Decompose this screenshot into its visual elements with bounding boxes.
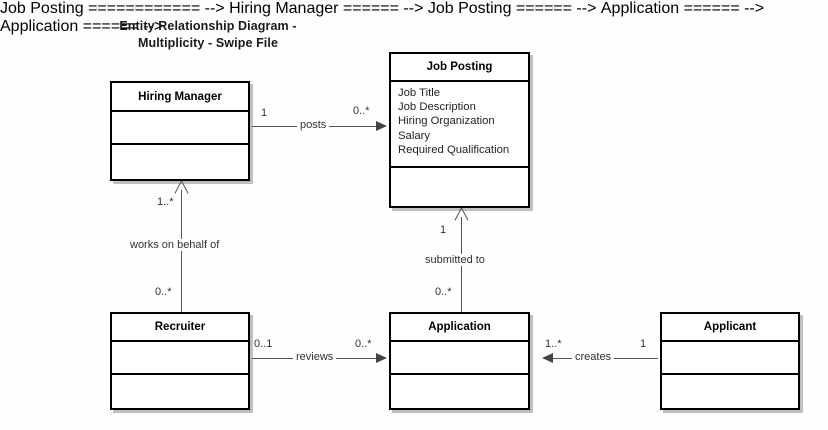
- entity-applicant-name: Applicant: [662, 314, 798, 342]
- attribute-row: Required Qualification: [398, 143, 510, 156]
- entity-recruiter[interactable]: Recruiter: [110, 312, 250, 410]
- entity-hiring-manager-name: Hiring Manager: [112, 83, 248, 112]
- relationship-label-submitted-to: submitted to: [422, 254, 488, 266]
- multiplicity-creates-target: 1: [640, 338, 647, 350]
- entity-application[interactable]: Application: [389, 312, 530, 410]
- connector-creates-arrowhead: [542, 353, 553, 363]
- entity-application-operations: [391, 375, 528, 408]
- entity-applicant-operations: [662, 375, 798, 408]
- multiplicity-reviews-source: 0..1: [254, 338, 273, 350]
- attribute-row: Job Title: [398, 87, 441, 99]
- multiplicity-submitted-to-source: 0..*: [435, 286, 452, 298]
- entity-hiring-manager-attributes: [112, 112, 248, 145]
- entity-application-name: Application: [391, 314, 528, 342]
- multiplicity-reviews-target: 0..*: [355, 338, 372, 350]
- entity-application-attributes: [391, 342, 528, 375]
- relationship-label-reviews: reviews: [293, 351, 337, 363]
- connector-works-on-behalf-of-line: [181, 190, 182, 312]
- connector-works-on-behalf-of-arrowhead: [174, 181, 188, 194]
- relationship-label-works-on-behalf-of: works on behalf of: [127, 239, 223, 251]
- entity-recruiter-attributes: [112, 342, 248, 375]
- entity-job-posting[interactable]: Job Posting Job Title Job Description Hi…: [389, 52, 530, 208]
- multiplicity-submitted-to-target: 1: [440, 224, 447, 236]
- relationship-label-posts: posts: [297, 119, 330, 131]
- entity-job-posting-attributes: Job Title Job Description Hiring Organiz…: [391, 82, 528, 168]
- multiplicity-creates-source: 1..*: [545, 338, 562, 350]
- multiplicity-posts-target: 0..*: [353, 105, 370, 117]
- diagram-title: Entity Relationship Diagram - Multiplici…: [119, 19, 297, 50]
- relationship-label-creates: creates: [572, 351, 615, 363]
- entity-hiring-manager[interactable]: Hiring Manager: [110, 81, 250, 181]
- entity-applicant[interactable]: Applicant: [660, 312, 800, 410]
- entity-job-posting-operations: [391, 168, 528, 206]
- multiplicity-works-on-behalf-of-source: 0..*: [155, 286, 172, 298]
- entity-hiring-manager-operations: [112, 145, 248, 179]
- attribute-row: Hiring Organization: [398, 115, 495, 128]
- connector-reviews-arrowhead: [376, 353, 387, 363]
- entity-applicant-attributes: [662, 342, 798, 375]
- entity-recruiter-name: Recruiter: [112, 314, 248, 342]
- connector-posts-arrowhead: [376, 121, 387, 131]
- multiplicity-works-on-behalf-of-target: 1..*: [157, 196, 174, 208]
- entity-recruiter-operations: [112, 375, 248, 408]
- multiplicity-posts-source: 1: [261, 107, 268, 119]
- connector-submitted-to-arrowhead: [454, 208, 468, 221]
- attribute-row: Job Description: [398, 101, 476, 114]
- attribute-row: Salary: [398, 129, 431, 142]
- entity-job-posting-name: Job Posting: [391, 54, 528, 82]
